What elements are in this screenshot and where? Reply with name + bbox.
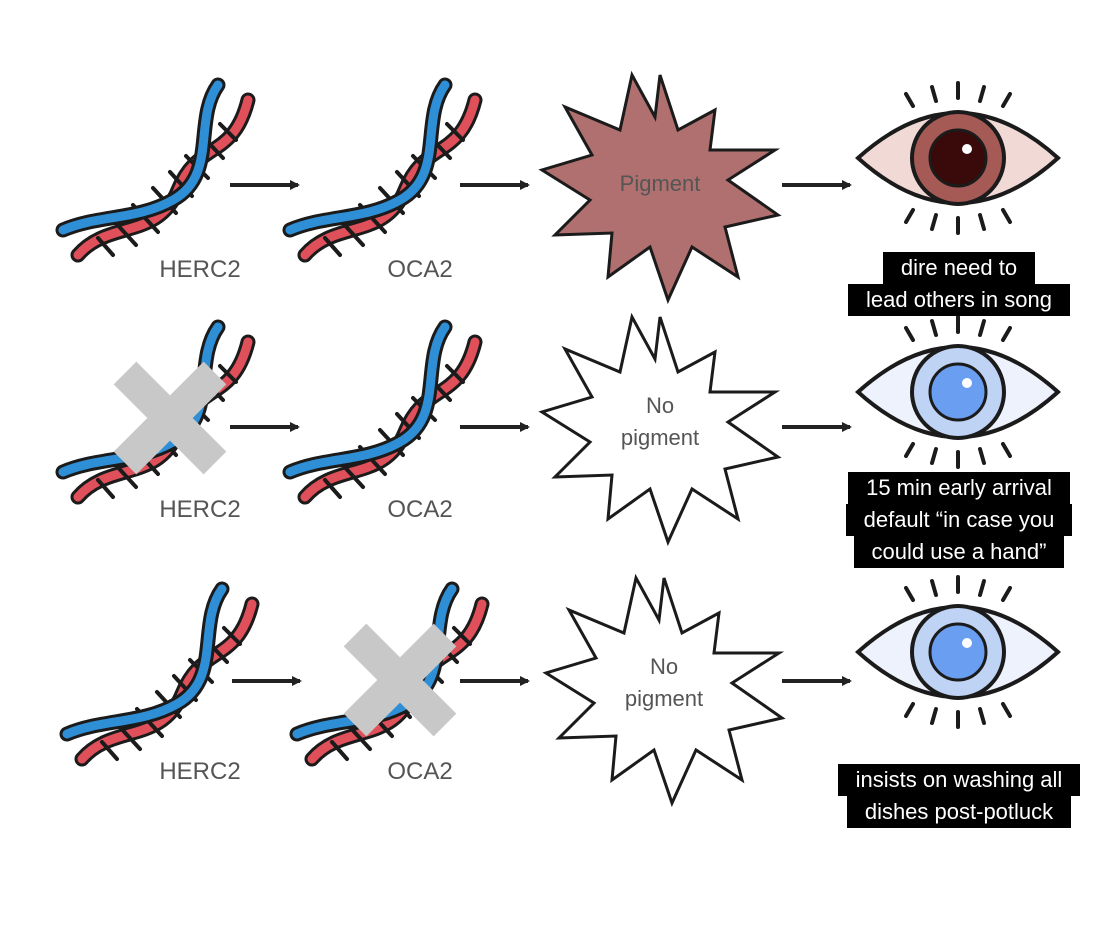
burst-label: pigment xyxy=(621,425,699,450)
pigment-burst: Pigment xyxy=(540,73,780,302)
gene-label: HERC2 xyxy=(159,256,240,283)
caption-line: 15 min early arrival xyxy=(848,472,1070,504)
gene-label: HERC2 xyxy=(159,496,240,523)
burst-label: No xyxy=(650,654,678,679)
caption-line: default “in case you xyxy=(845,504,1073,536)
gene-label: OCA2 xyxy=(387,496,452,523)
caption-line: insists on washing all xyxy=(837,764,1081,796)
caption-line: dire need to xyxy=(882,252,1036,284)
dna-helix-icon xyxy=(63,85,248,255)
burst-label: No xyxy=(646,393,674,418)
row-1: HERC2 OCA2 Pigment xyxy=(63,73,1061,302)
brown-eye-icon xyxy=(855,81,1061,235)
gene-label: OCA2 xyxy=(387,758,452,785)
dna-helix-icon xyxy=(290,327,475,497)
gene-label: OCA2 xyxy=(387,256,452,283)
blue-eye-icon xyxy=(855,575,1061,729)
no-pigment-burst: No pigment xyxy=(540,315,780,544)
dna-helix-icon xyxy=(290,85,475,255)
caption-line: lead others in song xyxy=(848,284,1070,316)
caption-row-1: dire need to lead others in song xyxy=(828,252,1090,316)
burst-label: Pigment xyxy=(620,171,701,196)
caption-row-2: 15 min early arrival default “in case yo… xyxy=(824,472,1094,568)
caption-line: dishes post-potluck xyxy=(846,796,1072,828)
burst-label: pigment xyxy=(625,686,703,711)
caption-row-3: insists on washing all dishes post-potlu… xyxy=(816,764,1102,828)
dna-helix-icon xyxy=(67,589,252,759)
no-pigment-burst: No pigment xyxy=(544,576,784,805)
row-3: HERC2 OCA2 No pigment xyxy=(67,575,1061,805)
caption-line: could use a hand” xyxy=(853,536,1065,568)
row-2: HERC2 OCA2 No pigment xyxy=(63,315,1061,544)
blue-eye-icon xyxy=(855,315,1061,469)
gene-label: HERC2 xyxy=(159,758,240,785)
